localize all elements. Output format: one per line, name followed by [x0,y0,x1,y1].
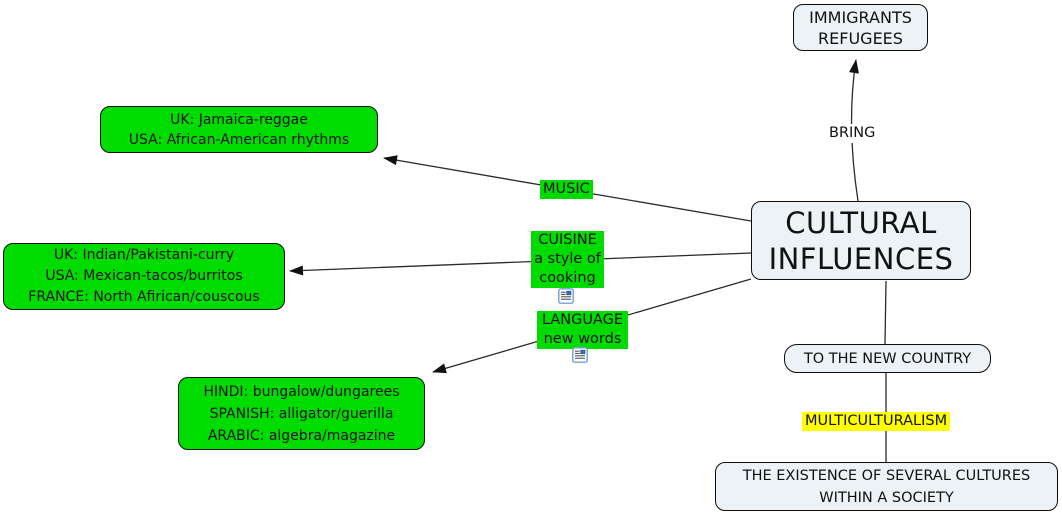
node-cuisine-examples[interactable]: UK: Indian/Pakistani-curry USA: Mexican-… [3,243,285,310]
node-music-examples[interactable]: UK: Jamaica-reggae USA: African-American… [100,106,378,153]
node-text-line: THE EXISTENCE OF SEVERAL CULTURES [742,467,1031,484]
node-existence-of-cultures[interactable]: THE EXISTENCE OF SEVERAL CULTURES WITHIN… [715,462,1058,511]
node-text-line: HINDI: bungalow/dungarees [203,383,400,400]
node-text-line: FRANCE: North Afirican/couscous [28,289,260,305]
node-text-line: IMMIGRANTS [809,7,912,27]
node-text-line: USA: African-American rhythms [128,131,350,148]
document-resource-icon[interactable] [572,347,588,363]
node-text-line: UK: Indian/Pakistani-curry [53,247,235,263]
document-resource-icon[interactable] [558,288,574,304]
link-text-line: a style of [534,251,601,267]
node-text-line: UK: Jamaica-reggae [170,111,308,128]
node-immigrants-refugees[interactable]: IMMIGRANTS REFUGEES [793,4,928,51]
link-label-multiculturalism[interactable]: MULTICULTURALISM [802,412,951,431]
node-text-line: SPANISH: alligator/guerilla [209,405,394,422]
link-line-to-new-country [884,280,887,345]
link-text-line: cooking [539,270,596,286]
node-text-line: WITHIN A SOCIETY [819,489,954,506]
node-text-line: ARABIC: algebra/magazine [207,427,396,444]
node-cultural-influences[interactable]: CULTURAL INFLUENCES [751,201,971,280]
node-text-line: CULTURAL [785,205,937,240]
link-label-cuisine[interactable]: CUISINE a style of cooking [531,231,604,288]
node-text-line: REFUGEES [818,28,903,48]
link-line-cuisine [289,252,752,276]
node-text-line: USA: Mexican-tacos/burritos [45,268,243,284]
link-text-line: CUISINE [538,232,597,248]
link-text-line: new words [543,331,622,347]
link-label-bring[interactable]: BRING [826,124,879,143]
link-label-language[interactable]: LANGUAGE new words [537,311,628,349]
node-text-line: TO THE NEW COUNTRY [803,350,972,367]
link-label-music[interactable]: MUSIC [540,180,593,199]
node-text-line: INFLUENCES [768,241,954,276]
node-language-examples[interactable]: HINDI: bungalow/dungarees SPANISH: allig… [178,377,425,450]
node-to-the-new-country[interactable]: TO THE NEW COUNTRY [784,344,991,373]
link-text-line: LANGUAGE [541,312,624,328]
